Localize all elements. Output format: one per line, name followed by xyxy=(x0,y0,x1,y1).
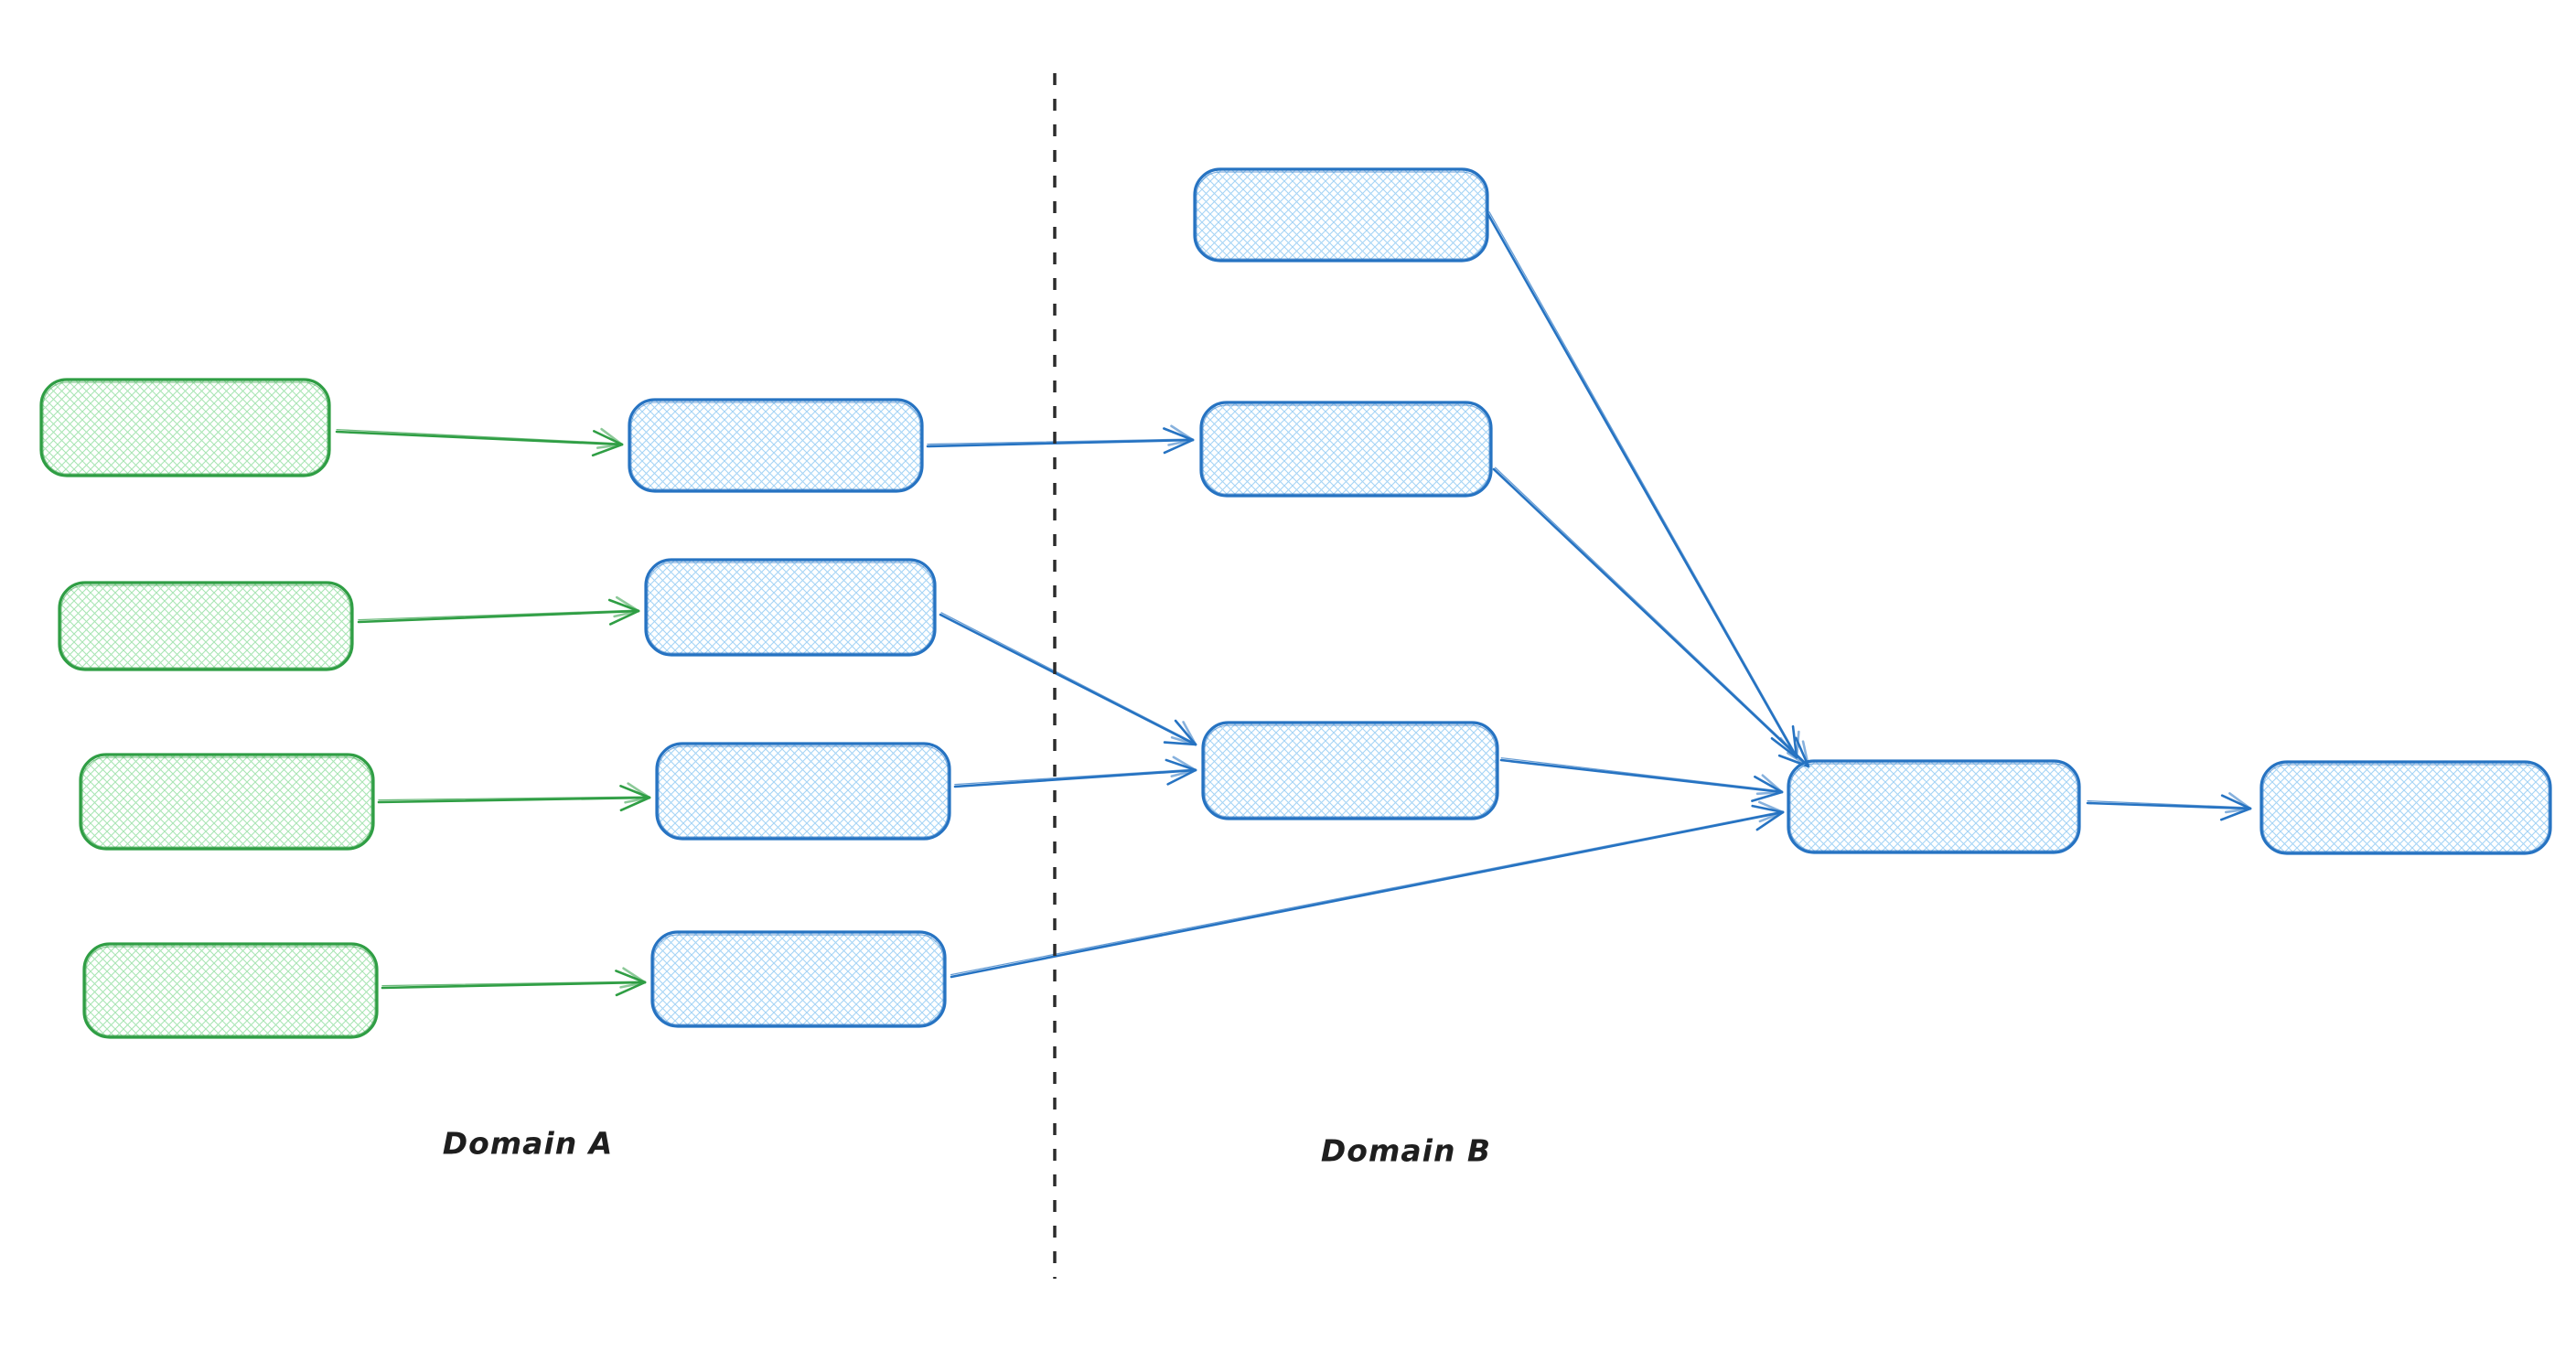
green-box-4[interactable] xyxy=(82,942,379,1039)
blue-box-a1[interactable] xyxy=(628,398,924,493)
blue-box-b2-sketch-outline xyxy=(1202,404,1490,495)
domain-a-label[interactable]: Domain A xyxy=(442,1125,614,1162)
blue-box-a4-sketch-outline xyxy=(653,934,944,1025)
nodes-layer xyxy=(39,167,2552,1039)
arrow-green-1[interactable] xyxy=(335,427,624,457)
blue-box-b1-sketch-outline xyxy=(1196,171,1487,260)
blue-box-b3-sketch-outline xyxy=(1204,724,1497,818)
blue-box-a2[interactable] xyxy=(644,558,937,657)
blue-box-a3-sketch-outline xyxy=(658,745,949,838)
arrow-b2-to-merge[interactable] xyxy=(1492,466,1810,768)
blue-box-a4[interactable] xyxy=(650,930,947,1028)
arrow-green-2[interactable] xyxy=(357,595,640,626)
blue-box-merge[interactable] xyxy=(1787,759,2081,854)
arrow-green-4[interactable] xyxy=(381,967,647,997)
arrow-b3-to-merge[interactable] xyxy=(1499,756,1784,802)
blue-box-a3[interactable] xyxy=(655,742,951,841)
blue-box-output[interactable] xyxy=(2259,760,2552,855)
arrow-a3-to-b3[interactable] xyxy=(953,756,1197,788)
blue-box-b2[interactable] xyxy=(1199,401,1493,498)
arrow-a2-to-b3[interactable] xyxy=(939,612,1197,746)
green-box-2-sketch-outline xyxy=(60,584,351,669)
domain-b-label[interactable]: Domain B xyxy=(1320,1132,1492,1169)
blue-box-a2-sketch-outline xyxy=(647,562,934,654)
green-box-4-sketch-outline xyxy=(85,946,376,1036)
arrow-a4-to-merge[interactable] xyxy=(950,800,1785,979)
green-box-1-sketch-outline xyxy=(42,381,328,475)
green-box-3-sketch-outline xyxy=(81,756,372,848)
green-box-2[interactable] xyxy=(58,581,354,671)
blue-box-merge-sketch-outline xyxy=(1789,763,2078,852)
blue-box-a1-sketch-outline xyxy=(630,402,921,490)
arrow-b1-to-merge[interactable] xyxy=(1486,211,1800,759)
blue-box-b3[interactable] xyxy=(1201,721,1499,820)
green-box-3[interactable] xyxy=(79,753,375,851)
blue-box-b1[interactable] xyxy=(1193,167,1489,263)
edges-layer xyxy=(335,211,2252,997)
arrow-merge-to-output[interactable] xyxy=(2086,792,2252,821)
arrow-a1-to-b2[interactable] xyxy=(926,424,1195,455)
arrow-green-3[interactable] xyxy=(377,782,651,812)
green-box-1[interactable] xyxy=(39,378,331,477)
blue-box-output-sketch-outline xyxy=(2262,764,2549,852)
